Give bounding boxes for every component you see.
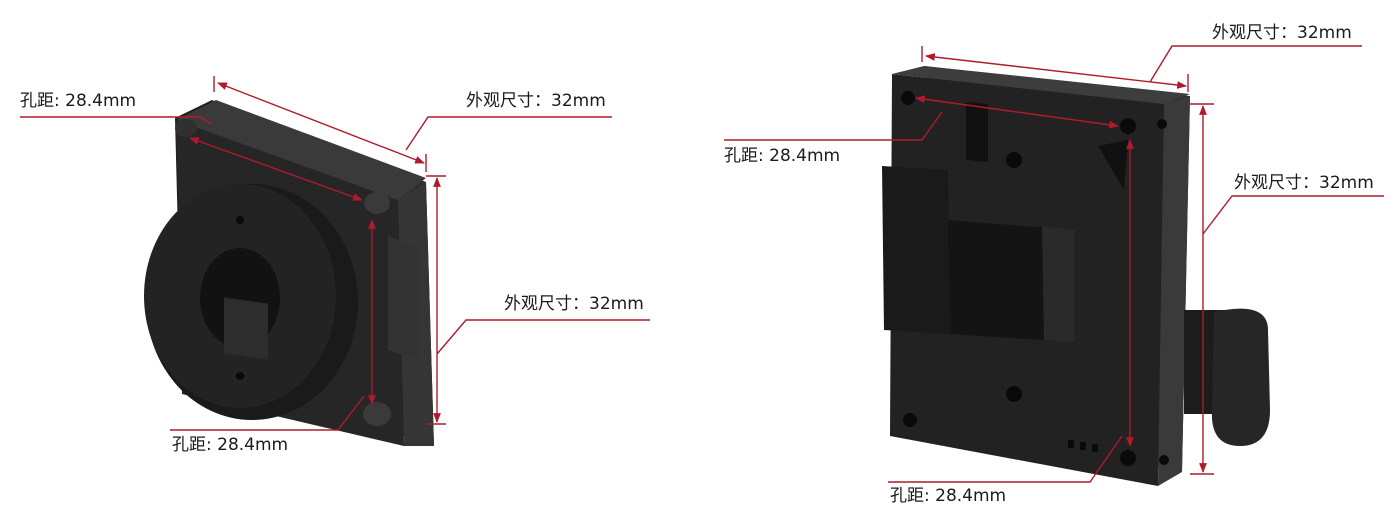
back-hole-br — [1120, 450, 1136, 466]
front-hole-pitch-bottom-label: 孔距: 28.4mm — [172, 435, 289, 455]
back-hole-edge-top — [1157, 119, 1167, 129]
back-pin-header — [966, 102, 988, 162]
front-side-connector — [388, 236, 418, 360]
back-hole-pitch-bottom-leader — [888, 435, 1123, 483]
back-hole-pitch-left-label: 孔距: 28.4mm — [724, 146, 841, 166]
front-outer-size-top-label: 外观尺寸：32mm — [466, 91, 606, 111]
front-hole-pitch-bottom-leader — [170, 395, 365, 431]
back-pad-3 — [1092, 444, 1098, 452]
image-sensor — [224, 297, 268, 360]
back-left-connector — [882, 166, 950, 334]
back-pad-1 — [1068, 440, 1074, 448]
back-hole-bl — [903, 413, 917, 427]
back-hole-tr — [1120, 118, 1136, 134]
back-dimension-lines — [724, 45, 1384, 483]
back-board-edge — [1158, 96, 1190, 486]
back-hole-edge-bottom — [1159, 455, 1169, 465]
front-hole-pitch-top-label: 孔距: 28.4mm — [20, 91, 137, 111]
front-outer-height-leader — [436, 319, 650, 355]
back-center-chip-side — [1042, 226, 1074, 342]
back-hole-mid-bottom — [1006, 386, 1022, 402]
front-camera-module — [144, 100, 434, 446]
front-corner-pad-br — [363, 402, 391, 426]
back-outer-height-leader — [1202, 195, 1384, 235]
back-hole-pitch-h-dim — [915, 95, 1119, 129]
back-hole-pitch-bottom-label: 孔距: 28.4mm — [890, 486, 1007, 506]
back-corner-notch — [1098, 140, 1128, 190]
back-outer-width-leader — [1149, 45, 1362, 83]
front-outer-width-leader — [405, 116, 612, 151]
back-lens-cap — [1211, 308, 1270, 446]
front-outer-size-side-label: 外观尺寸：32mm — [504, 294, 644, 314]
front-corner-pad-bl — [175, 119, 197, 137]
front-corner-pad-tl — [208, 107, 234, 129]
lens-screw-hole-top — [236, 216, 244, 224]
back-hole-pitch-left-leader — [724, 111, 943, 141]
back-hole-tl — [901, 91, 915, 105]
front-hole-pitch-h-dim — [189, 137, 363, 201]
lens-screw-hole-bottom — [236, 372, 244, 380]
front-dimension-lines — [20, 76, 650, 431]
back-camera-module — [882, 66, 1270, 486]
back-outer-size-side-label: 外观尺寸：32mm — [1234, 173, 1374, 193]
back-pad-2 — [1080, 442, 1086, 450]
back-outer-width-dim — [925, 53, 1187, 89]
front-corner-pad-tr — [364, 192, 390, 214]
front-outer-width-dim — [217, 82, 425, 164]
back-outer-size-top-label: 外观尺寸：32mm — [1212, 23, 1352, 43]
back-hole-mid-top — [1006, 152, 1022, 168]
